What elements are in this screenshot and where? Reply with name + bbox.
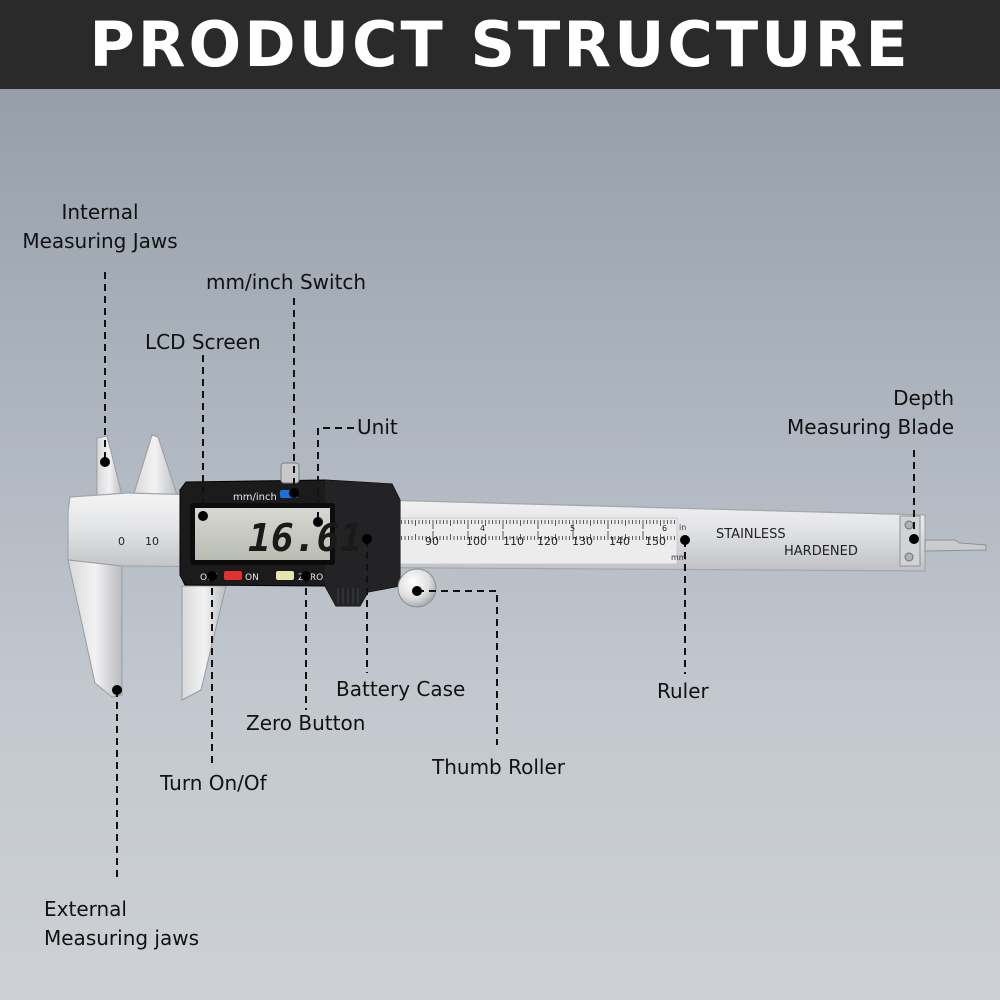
switch-label: mm/inch xyxy=(233,492,277,503)
scale-numbers: 0 10 90 100 110 120 130 140 150 4 5 6 xyxy=(118,524,667,548)
lcd-reading: 16.61 xyxy=(248,516,362,560)
internal-jaw-fixed xyxy=(96,435,123,498)
label-lcd-screen: LCD Screen xyxy=(145,330,261,354)
scale-strip xyxy=(394,517,678,565)
end-screw-bottom xyxy=(904,552,914,562)
inch-number: 6 xyxy=(662,524,667,533)
scale-number: 10 xyxy=(145,535,159,548)
leader-lines xyxy=(104,272,915,880)
label-depth-blade-line1: Depth xyxy=(893,386,954,410)
scale-number: 110 xyxy=(503,535,524,548)
depth-blade xyxy=(924,539,987,552)
zero-button xyxy=(276,571,294,580)
leader-dots xyxy=(100,457,919,695)
label-internal-jaws-line2: Measuring Jaws xyxy=(22,229,178,253)
label-external-jaws: External Measuring jaws xyxy=(44,895,199,953)
on-button xyxy=(224,571,242,580)
unit-mm-mark: mm xyxy=(671,553,687,562)
external-jaw-sliding xyxy=(181,585,227,701)
header-banner: PRODUCT STRUCTURE xyxy=(0,0,1000,89)
lcd-screen xyxy=(195,508,330,560)
scale-number: 90 xyxy=(425,535,439,548)
page-title: PRODUCT STRUCTURE xyxy=(89,8,911,81)
scale-number: 100 xyxy=(466,535,487,548)
label-zero-button: Zero Button xyxy=(246,711,366,735)
label-thumb-roller: Thumb Roller xyxy=(432,755,565,779)
battery-cover xyxy=(325,480,400,606)
zero-label: ZERO xyxy=(298,573,323,583)
label-unit: Unit xyxy=(357,415,398,439)
scale-number: 140 xyxy=(609,535,630,548)
label-mm-inch-switch: mm/inch Switch xyxy=(206,270,367,294)
lock-screw xyxy=(280,462,300,484)
end-screw-top xyxy=(904,520,914,530)
label-external-jaws-line1: External xyxy=(44,897,127,921)
internal-jaw-sliding xyxy=(131,434,179,501)
label-ruler: Ruler xyxy=(657,679,709,703)
unit-in-mark: in xyxy=(679,523,686,532)
label-battery-case: Battery Case xyxy=(336,677,466,701)
external-jaw-fixed xyxy=(67,559,123,698)
inch-number: 4 xyxy=(480,524,485,533)
stamp-hardened: HARDENED xyxy=(784,544,858,559)
inch-number: 5 xyxy=(570,524,575,533)
scale-number: 130 xyxy=(572,535,593,548)
on-label: ON xyxy=(245,573,259,583)
label-internal-jaws: Internal Measuring Jaws xyxy=(18,198,182,256)
label-turn-on-off: Turn On/Of xyxy=(160,771,267,795)
scale-number: 120 xyxy=(537,535,558,548)
label-depth-blade: Depth Measuring Blade xyxy=(760,384,954,442)
stamp-stainless: STAINLESS xyxy=(716,527,786,542)
label-external-jaws-line2: Measuring jaws xyxy=(44,926,200,950)
scale-number: 150 xyxy=(645,535,666,548)
scale-number: 0 xyxy=(118,535,125,548)
battery-cover-grip xyxy=(337,588,359,604)
scale-ticks xyxy=(397,520,675,540)
label-internal-jaws-line1: Internal xyxy=(61,200,139,224)
label-depth-blade-line2: Measuring Blade xyxy=(787,415,954,439)
